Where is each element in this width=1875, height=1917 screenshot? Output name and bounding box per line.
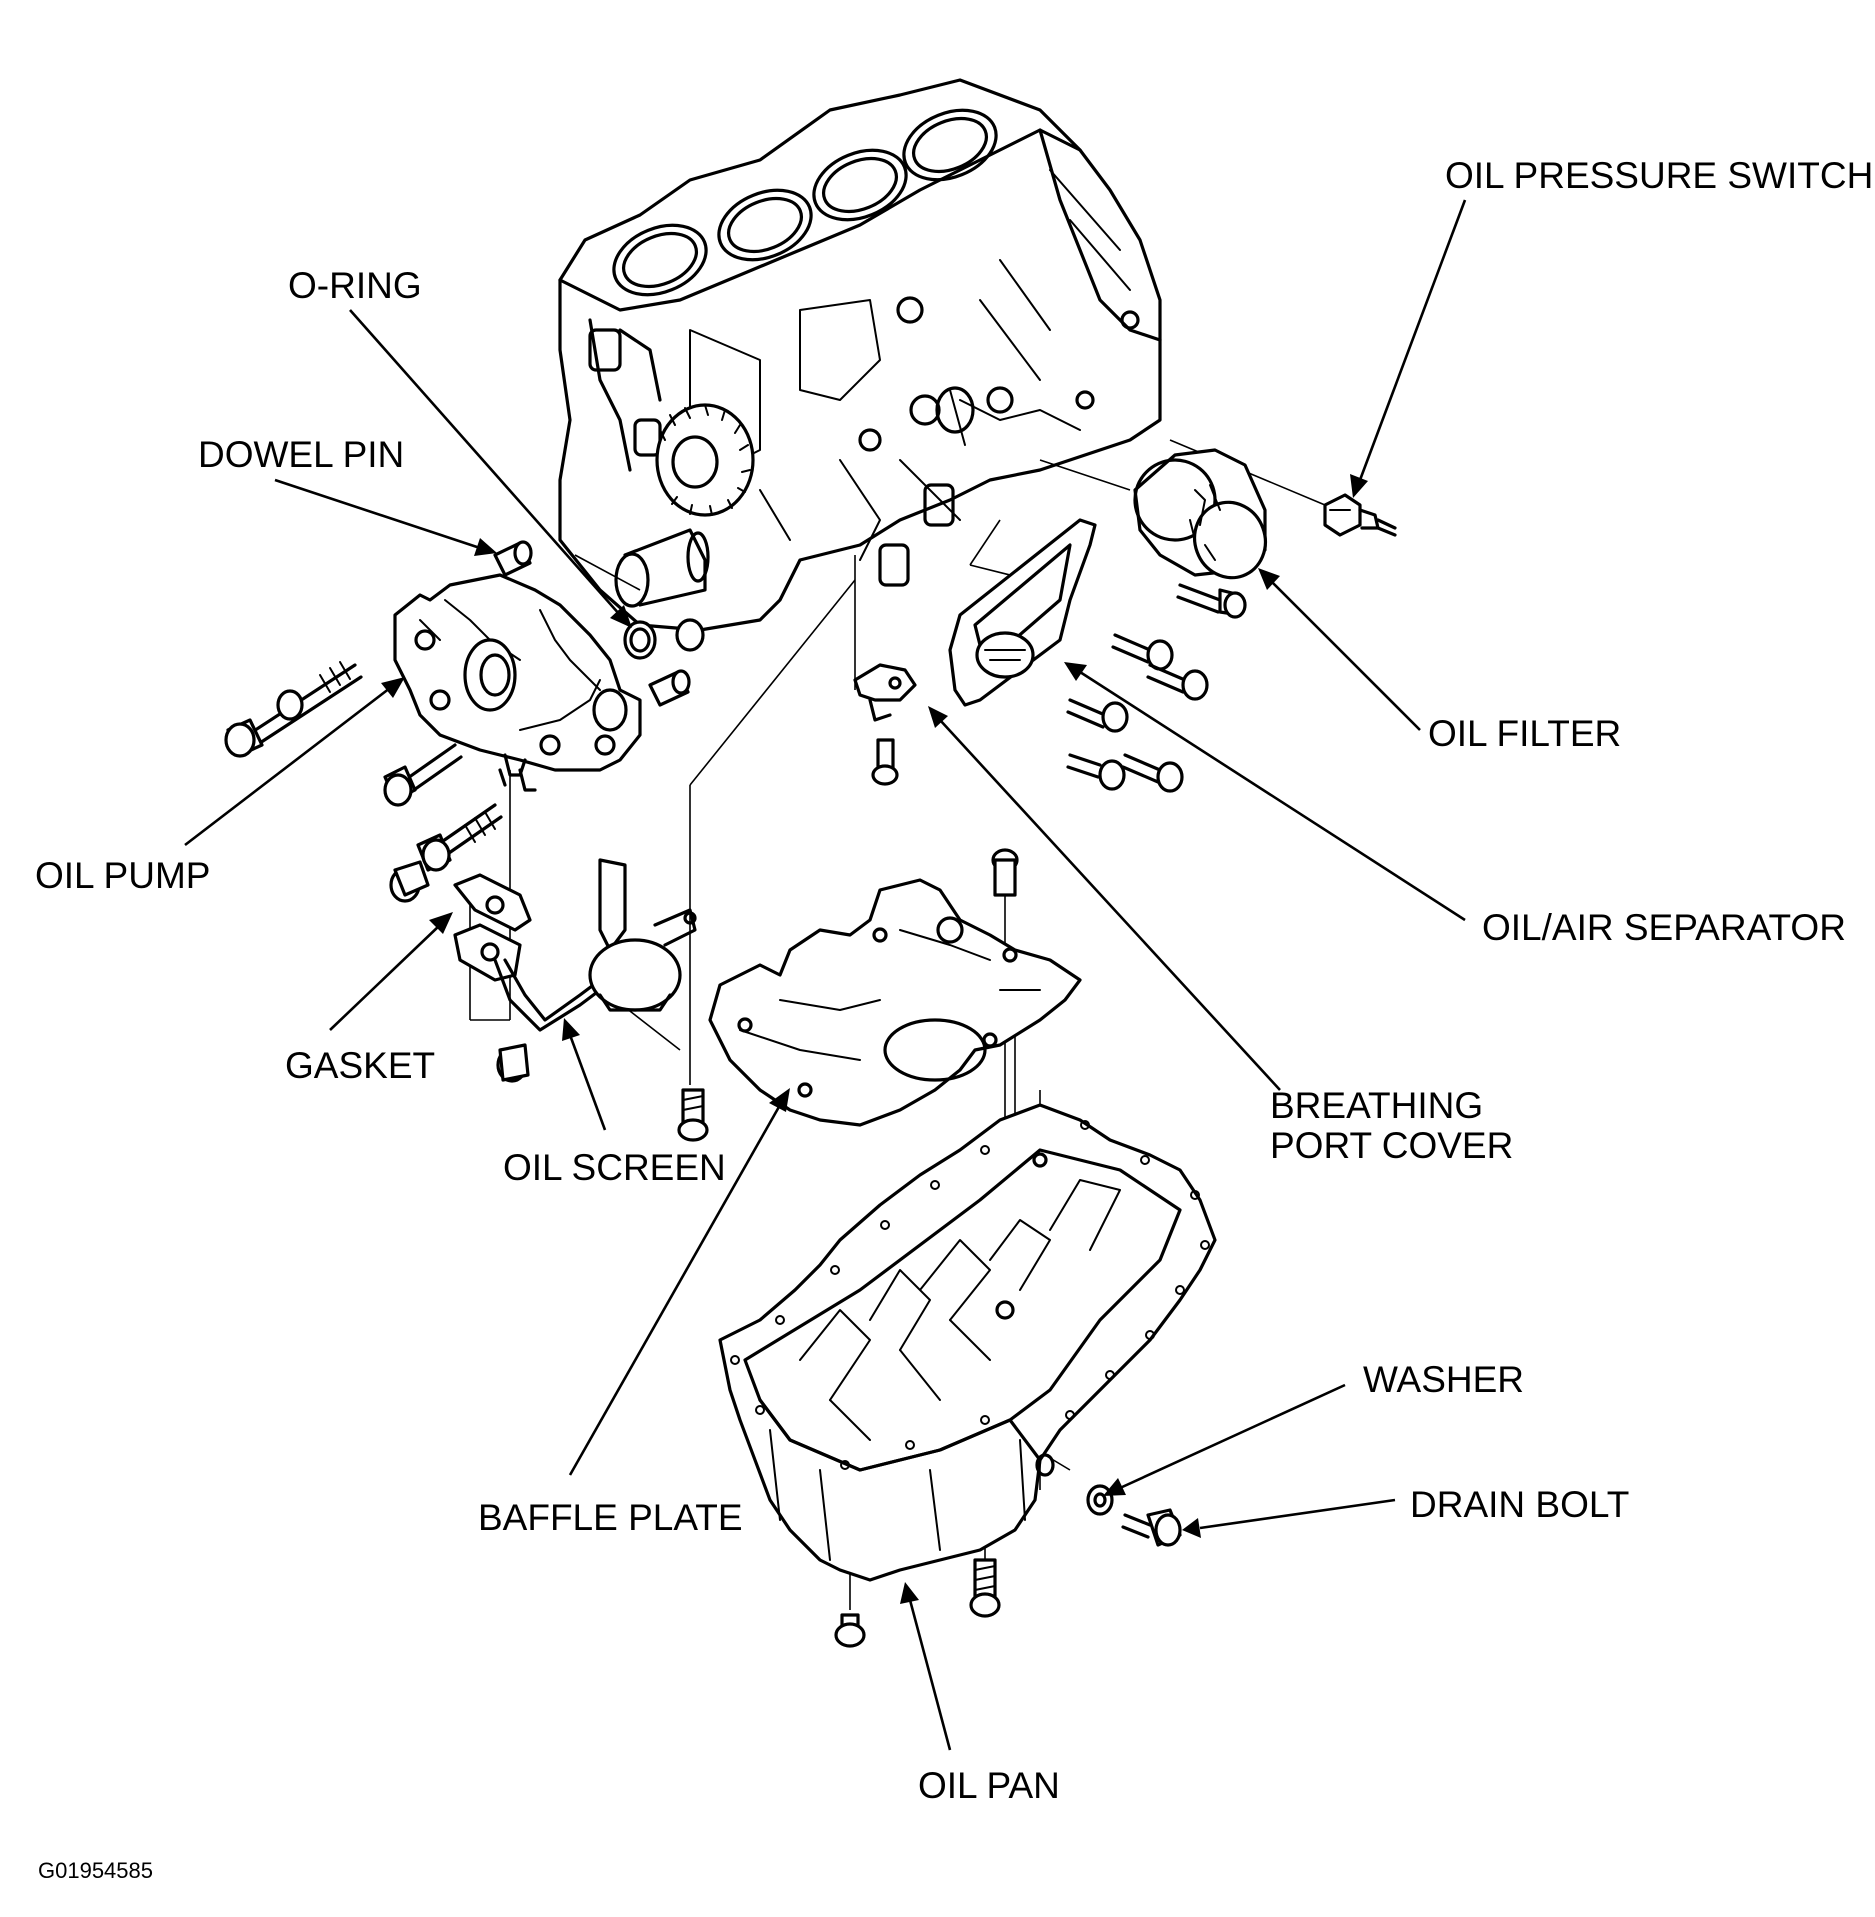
oil-pump [393, 573, 642, 792]
label-oil-screen: OIL SCREEN [503, 1147, 726, 1188]
oil-pump-bolts [224, 661, 503, 903]
label-o-ring: O-RING [288, 265, 422, 306]
oil-air-separator [948, 518, 1097, 707]
oil-filter [1133, 448, 1267, 580]
label-oil-filter: OIL FILTER [1428, 713, 1621, 754]
dowel-pins [493, 540, 691, 707]
leader-lines [184, 199, 1467, 1751]
callout-labels: OIL PRESSURE SWITCH O-RING DOWEL PIN OIL… [35, 155, 1873, 1883]
engine-block [558, 78, 1162, 632]
label-breathing-port-cover-line1: BREATHING [1270, 1085, 1483, 1126]
drain-bolt [1121, 1508, 1182, 1547]
label-breathing-port-cover-line2: PORT COVER [1270, 1125, 1513, 1166]
o-ring [623, 618, 705, 660]
label-drain-bolt: DRAIN BOLT [1410, 1484, 1629, 1525]
breathing-port-cover [853, 663, 917, 786]
oil-screen [493, 858, 697, 1032]
label-oil-pressure-switch: OIL PRESSURE SWITCH [1445, 155, 1873, 196]
oil-pan [718, 1103, 1217, 1582]
label-dowel-pin: DOWEL PIN [198, 434, 404, 475]
label-washer: WASHER [1363, 1359, 1524, 1400]
label-gasket: GASKET [285, 1045, 435, 1086]
oil-pressure-switch [1323, 493, 1397, 537]
label-oil-pan: OIL PAN [918, 1765, 1060, 1806]
crank-sprocket [655, 403, 755, 517]
label-oil-pump: OIL PUMP [35, 855, 210, 896]
screen-bolts [496, 1043, 709, 1142]
label-baffle-plate: BAFFLE PLATE [478, 1497, 743, 1538]
gaskets [453, 873, 532, 982]
baffle-plate [708, 878, 1082, 1127]
separator-bolts [1066, 583, 1247, 793]
figure-id: G01954585 [38, 1858, 153, 1883]
label-oil-air-separator: OIL/AIR SEPARATOR [1482, 907, 1846, 948]
oil-pan-bolts [834, 1558, 1001, 1648]
oil-pan-flange-holes [730, 1120, 1210, 1470]
baffle-bolt [991, 848, 1019, 897]
